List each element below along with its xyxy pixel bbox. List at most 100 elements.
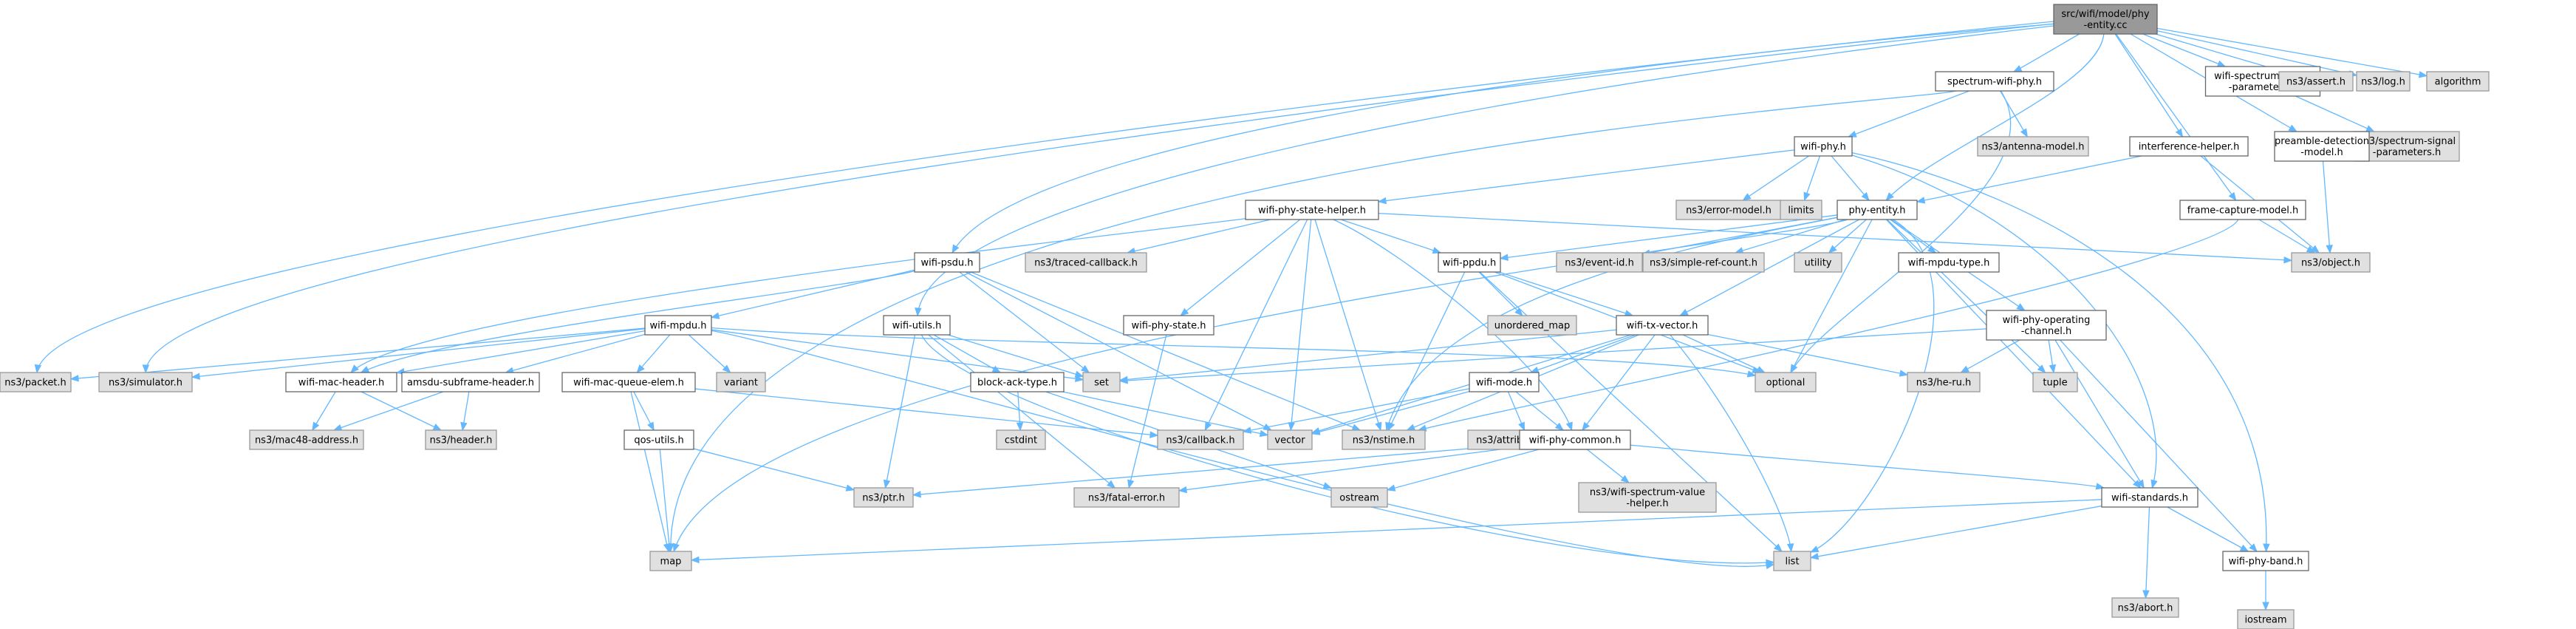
arrowhead [2228,191,2237,202]
arrowhead [1885,192,1894,201]
edge-wifi-phy-state-helper-to-wifi-ppdu [1340,219,1442,254]
edge-line [688,334,731,373]
node-wifi-phy-band[interactable]: wifi-phy-band.h [2222,551,2309,571]
node-box [2291,252,2371,273]
node-wifi-utils[interactable]: wifi-utils.h [883,315,951,336]
node-wifi-psdu[interactable]: wifi-psdu.h [914,252,980,273]
node-ns3-simple-ref-count: ns3/simple-ref-count.h [1642,252,1765,273]
edge-wifi-phy-operating-channel-to-wifi-phy-band [2060,339,2258,552]
node-label: set [1094,378,1109,389]
node-box [2354,131,2460,162]
node-algorithm: algorithm [2426,71,2490,92]
edge-line [1885,33,2105,201]
arrowhead [1499,254,1509,261]
edge-qos-utils-to-ns3-ptr [693,448,855,492]
node-wifi-phy-common[interactable]: wifi-phy-common.h [1519,429,1631,450]
edge-wifi-phy-to-phy-entity [1831,155,1870,202]
node-wifi-phy-state[interactable]: wifi-phy-state.h [1123,315,1214,336]
node-box [2053,4,2158,35]
node-ns3-spectrum-signal-parameters: ns3/spectrum-signal-parameters.h [2354,131,2460,162]
node-label: ns3/spectrum-signal [2358,136,2456,147]
edge-line [1803,155,1821,201]
edge-spectrum-wifi-phy-to-optional [1790,90,2012,374]
arrowhead [2326,245,2333,254]
node-wifi-phy-state-helper[interactable]: wifi-phy-state-helper.h [1245,200,1379,220]
node-box [2237,609,2295,629]
edge-line [1340,219,1441,254]
node-block-ack-type[interactable]: block-ack-type.h [970,372,1065,392]
node-wifi-mpdu-type[interactable]: wifi-mpdu-type.h [1898,252,2000,273]
node-ns3-packet: ns3/packet.h [0,372,72,392]
node-wifi-mode[interactable]: wifi-mode.h [1469,372,1540,392]
edge-wifi-phy-operating-channel-to-ns3-he-ru [1960,339,2020,373]
arrowhead [1432,247,1442,254]
arrowhead [1742,193,1752,201]
node-wifi-mpdu[interactable]: wifi-mpdu.h [644,315,712,336]
node-box [1519,429,1631,450]
edge-wifi-mode-to-ns3-attribute-helper [1507,391,1526,432]
node-label: wifi-utils.h [892,321,942,332]
node-tuple: tuple [2032,372,2078,392]
arrowhead [1766,559,1775,567]
edge-line [1530,334,1636,373]
edge-line [1582,334,1656,431]
node-wifi-standards[interactable]: wifi-standards.h [2101,487,2199,508]
node-label: ns3/callback.h [1166,435,1234,446]
node-box [716,372,766,392]
node-root[interactable]: src/wifi/model/phy-entity.cc [2053,4,2158,35]
edge-line [350,218,1246,373]
edge-line [1378,212,2292,261]
edge-root-to-wifi-psdu [952,23,2054,254]
edge-line [2013,33,2080,72]
node-label: wifi-mac-header.h [298,378,385,389]
node-label: ns3/fatal-error.h [1088,493,1165,504]
node-label: qos-utils.h [634,435,683,446]
edge-line [630,391,669,552]
node-label: utility [1805,258,1832,269]
node-wifi-phy-operating-channel[interactable]: wifi-phy-operating-channel.h [1986,310,2107,341]
arrowhead [2249,543,2258,552]
node-box [1267,429,1313,450]
node-interference-helper[interactable]: interference-helper.h [2129,136,2249,157]
node-label: iostream [2244,615,2286,626]
node-wifi-phy[interactable]: wifi-phy.h [1794,136,1853,157]
node-wifi-tx-vector[interactable]: wifi-tx-vector.h [1616,315,1709,336]
node-box [1082,372,1121,392]
node-box [1556,252,1643,273]
node-frame-capture-model[interactable]: frame-capture-model.h [2179,200,2306,220]
edge-phy-entity-to-utility [1828,219,1867,254]
node-spectrum-wifi-phy[interactable]: spectrum-wifi-phy.h [1935,71,2054,92]
node-label: ns3/error-model.h [1686,205,1772,217]
edge-line [673,219,1848,552]
node-label: ns3/simple-ref-count.h [1650,258,1757,269]
node-box [401,372,540,392]
edge-wifi-phy-state-helper-to-wifi-phy-state [1180,219,1301,316]
arrowhead [1916,197,1926,204]
edge-line [1478,271,1523,316]
node-label: wifi-mac-queue-elem.h [573,378,684,389]
edge-phy-entity-to-optional [1790,219,1873,374]
arrowhead [2216,60,2227,67]
node-ns3-he-ru: ns3/he-ru.h [1907,372,1981,392]
node-box [249,429,364,450]
node-amsdu-subframe-header[interactable]: amsdu-subframe-header.h [401,372,540,392]
node-wifi-mac-header[interactable]: wifi-mac-header.h [285,372,397,392]
node-label: block-ack-type.h [977,378,1057,389]
node-qos-utils[interactable]: qos-utils.h [623,429,694,450]
node-wifi-mac-queue-elem[interactable]: wifi-mac-queue-elem.h [561,372,696,392]
edge-line [2114,33,2184,137]
arrowhead [1565,421,1573,432]
arrowhead [1746,370,1757,378]
node-box [2129,136,2249,157]
node-wifi-ppdu[interactable]: wifi-ppdu.h [1438,252,1501,273]
edge-wifi-phy-state-helper-to-ns3-nstime [1314,219,1382,432]
node-label: ns3/simulator.h [109,378,182,389]
node-phy-entity[interactable]: phy-entity.h [1837,200,1918,220]
edge-line [1314,219,1381,431]
node-box [2274,131,2370,162]
node-box [1438,252,1501,273]
edge-wifi-phy-common-to-ostream [1386,449,1540,492]
node-box [1123,315,1214,336]
node-preamble-detection-model[interactable]: preamble-detection-model.h [2274,131,2370,162]
node-label: wifi-tx-vector.h [1627,321,1698,332]
